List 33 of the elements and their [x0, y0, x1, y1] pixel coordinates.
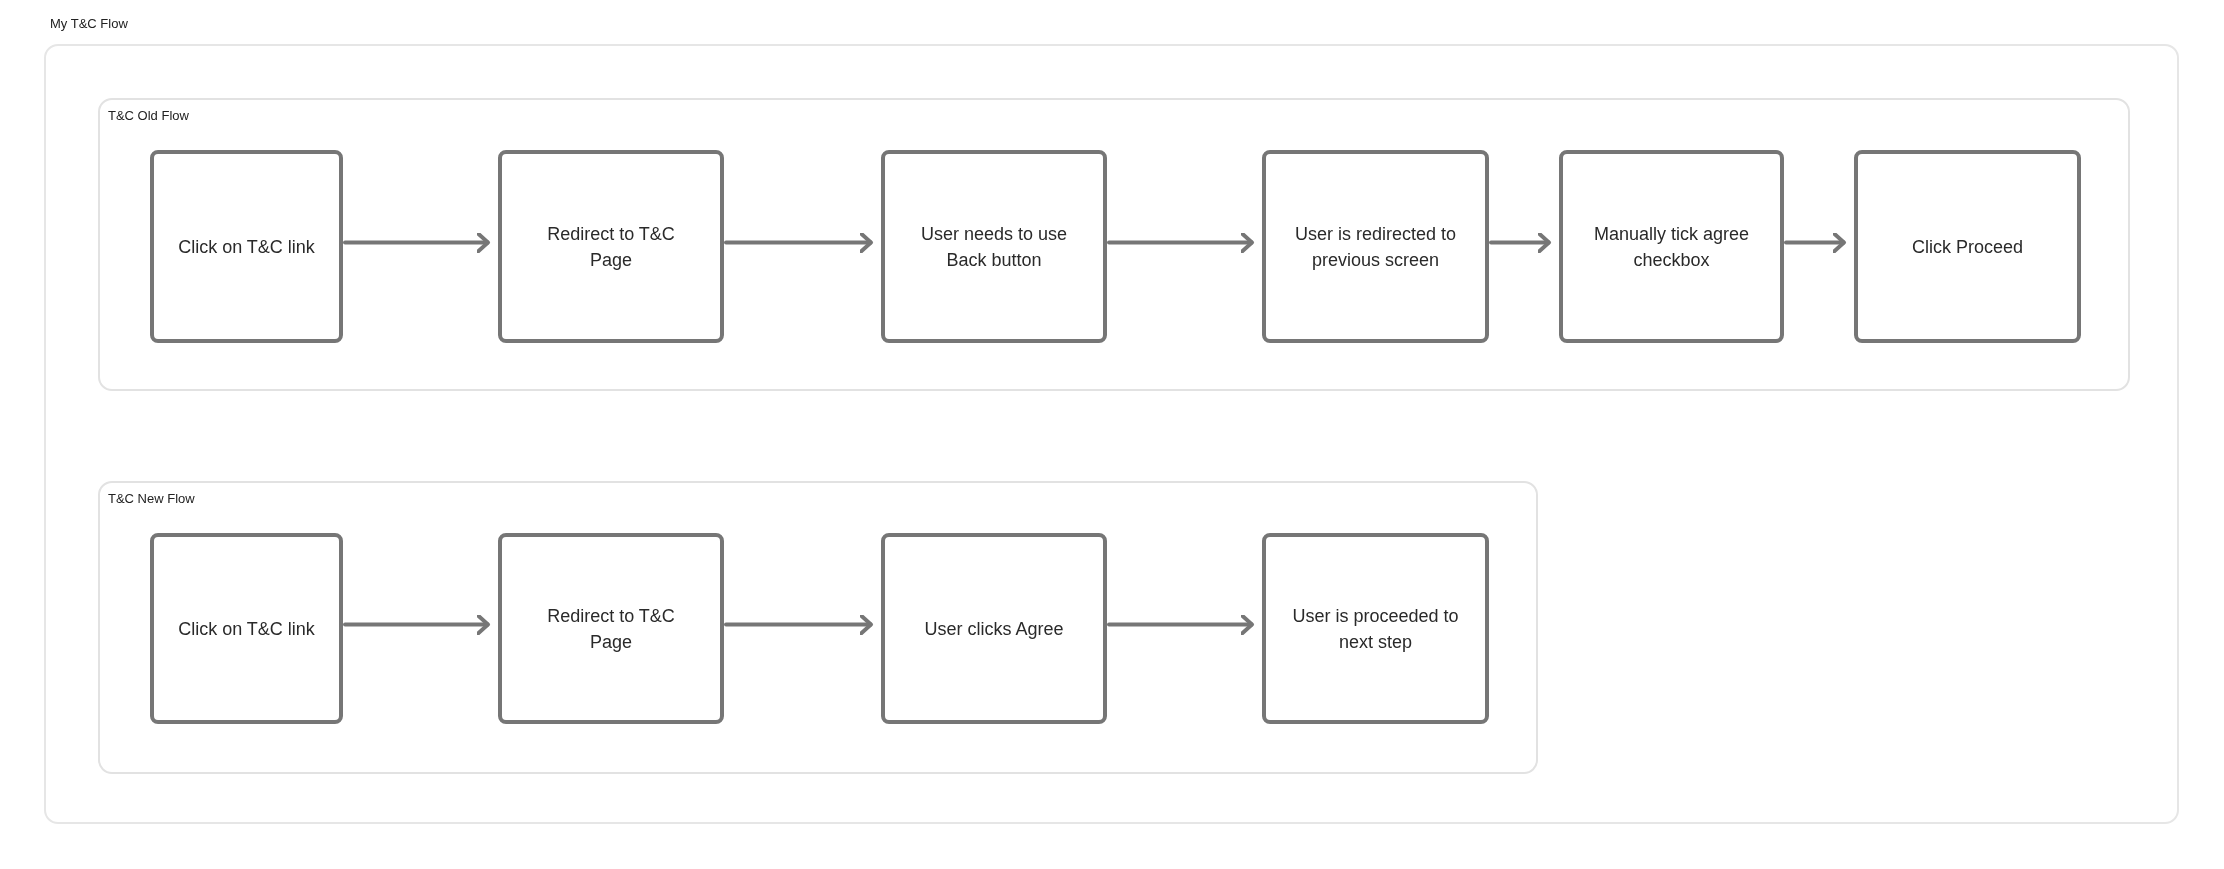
arrow — [343, 231, 490, 254]
step-text: Redirect to T&C Page — [546, 604, 676, 654]
arrow — [343, 613, 490, 636]
process-box — [1854, 150, 2081, 343]
arrow — [724, 613, 873, 636]
step-text: Click on T&C link — [178, 235, 315, 259]
process-box — [1262, 150, 1489, 343]
process-box — [498, 150, 724, 343]
step-text: Manually tick agree checkbox — [1592, 222, 1751, 272]
group-label: T&C New Flow — [108, 491, 195, 506]
arrow — [1784, 231, 1846, 254]
step-text: Click on T&C link — [178, 617, 315, 641]
step-text: User is proceeded to next step — [1291, 604, 1460, 654]
arrow — [1107, 613, 1254, 636]
step-text: User clicks Agree — [924, 617, 1064, 641]
process-box — [881, 533, 1107, 724]
process-box — [1559, 150, 1784, 343]
arrow — [724, 231, 873, 254]
step-text: User needs to use Back button — [919, 222, 1069, 272]
frame-label: My T&C Flow — [50, 16, 128, 31]
process-box — [1262, 533, 1489, 724]
step-text: User is redirected to previous screen — [1293, 222, 1458, 272]
flow-group-panel — [98, 481, 1538, 774]
arrow — [1107, 231, 1254, 254]
step-text: Redirect to T&C Page — [546, 222, 676, 272]
process-box — [150, 150, 343, 343]
process-box — [498, 533, 724, 724]
step-text: Click Proceed — [1911, 235, 2023, 259]
flow-group-panel — [98, 98, 2130, 391]
process-box — [881, 150, 1107, 343]
group-label: T&C Old Flow — [108, 108, 189, 123]
process-box — [150, 533, 343, 724]
arrow — [1489, 231, 1551, 254]
